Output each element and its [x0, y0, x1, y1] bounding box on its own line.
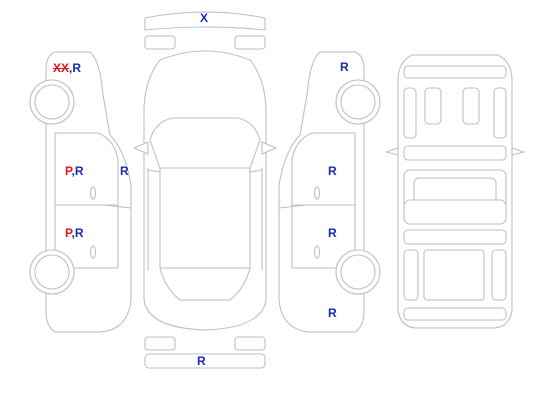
mark-segment: P [65, 226, 72, 240]
top-view-car [133, 50, 277, 331]
left-rear-door-mark: P,R [65, 226, 83, 240]
mark-segment: P [65, 164, 72, 178]
mark-segment: R [74, 164, 84, 178]
right-rear-door-mark: R [328, 226, 337, 240]
left-front-door-mark: P,R [65, 164, 83, 178]
rear-bumper-outline [144, 336, 266, 369]
mark-segment: , [71, 164, 75, 178]
left-pillar-mark: R [120, 164, 129, 178]
right-side-car [278, 51, 381, 333]
left-side-car [29, 51, 132, 333]
rear-bumper-mark: R [197, 354, 206, 368]
mark-segment: R [74, 226, 84, 240]
front-bumper-outline [144, 11, 266, 50]
mark-segment: R [72, 61, 82, 75]
right-front-fender-mark: R [340, 60, 349, 74]
underbody-view [385, 54, 525, 329]
left-front-fender-mark: XX,R [53, 61, 81, 75]
mark-segment: , [69, 61, 73, 75]
mark-segment: XX [53, 61, 70, 75]
front-bumper-mark: X [200, 11, 209, 25]
mark-segment: , [71, 226, 75, 240]
right-rear-quarter-mark: R [328, 306, 337, 320]
right-front-door-mark: R [328, 164, 337, 178]
